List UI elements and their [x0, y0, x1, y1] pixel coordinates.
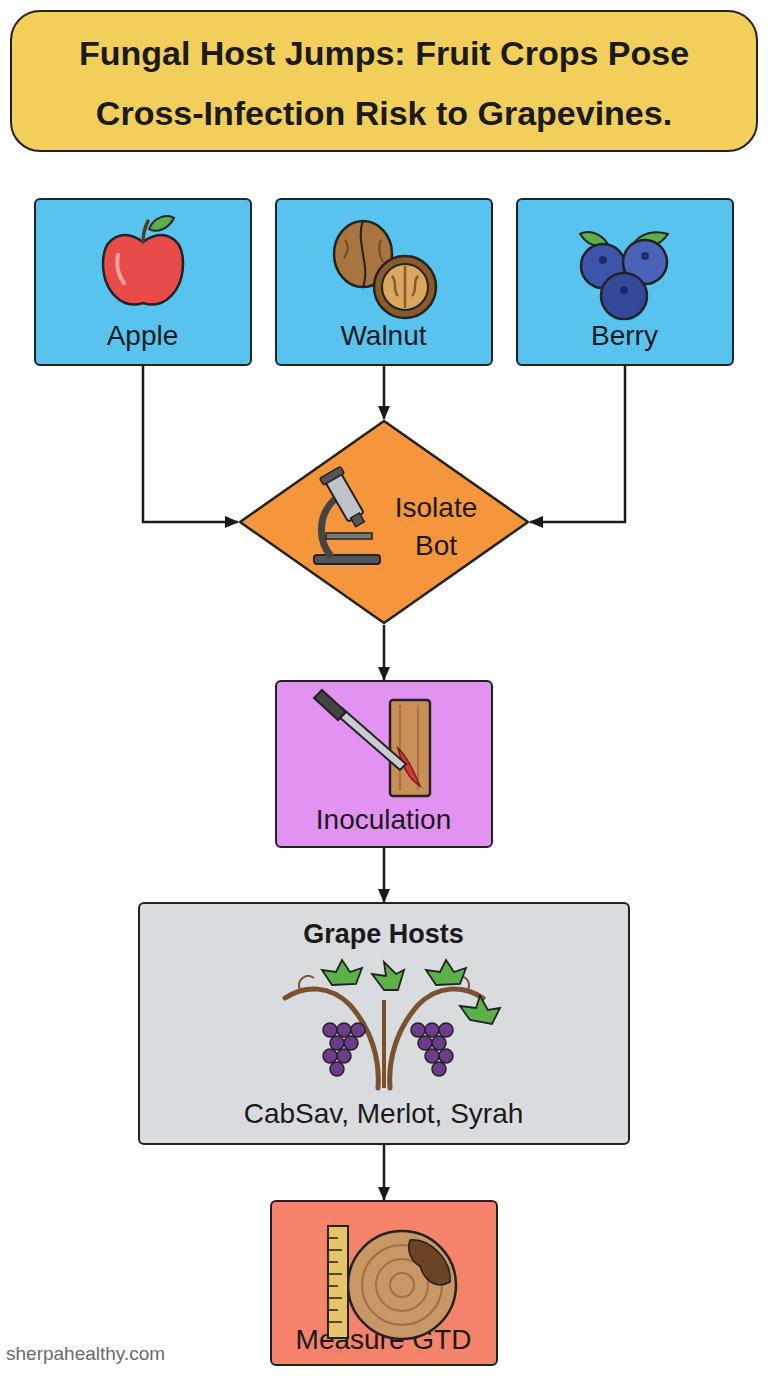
- node-label: Grape Hosts: [138, 916, 630, 952]
- flow-arrow: [383, 1145, 386, 1200]
- node-label: Apple: [34, 318, 252, 354]
- source-box: Walnut: [275, 198, 493, 366]
- result-box: Measure GTD: [270, 1200, 498, 1366]
- process-box: Inoculation: [275, 680, 493, 848]
- node-sublabel: CabSav, Merlot, Syrah: [138, 1096, 630, 1132]
- node-label: Walnut: [275, 318, 493, 354]
- process-box: Grape HostsCabSav, Merlot, Syrah: [138, 902, 630, 1145]
- flow-arrow: [383, 625, 386, 680]
- flow-arrow: [143, 366, 238, 522]
- node-label: Measure GTD: [270, 1322, 498, 1358]
- node-label: Isolate Bot: [380, 489, 492, 565]
- node-label: Inoculation: [275, 802, 493, 838]
- diamond-outline: [238, 419, 530, 625]
- node-label: Berry: [516, 318, 734, 354]
- decision-diamond: Isolate Bot: [238, 419, 530, 625]
- source-box: Apple: [34, 198, 252, 366]
- flow-arrow: [383, 366, 386, 419]
- flow-arrow: [530, 366, 625, 522]
- source-box: Berry: [516, 198, 734, 366]
- flow-arrow: [383, 848, 386, 902]
- title-banner: Fungal Host Jumps: Fruit Crops Pose Cros…: [10, 10, 758, 152]
- diagram-title: Fungal Host Jumps: Fruit Crops Pose Cros…: [26, 23, 742, 143]
- watermark-text: sherpahealthy.com: [6, 1343, 165, 1365]
